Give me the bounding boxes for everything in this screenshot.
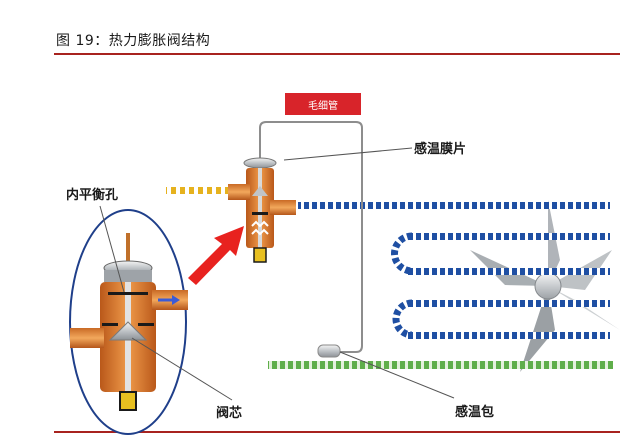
capillary-tube <box>259 121 363 353</box>
leader-valve-core <box>131 337 233 401</box>
leader-sensing-bulb <box>339 351 455 399</box>
suction-line <box>268 361 613 369</box>
figure-caption: 图 19：热力膨胀阀结构 <box>56 33 211 49</box>
capillary-label: 毛细管 <box>285 93 361 115</box>
small-valve-icon <box>228 157 296 263</box>
sensing-bulb-icon <box>317 344 341 358</box>
diaphragm-label: 感温膜片 <box>414 142 467 157</box>
inlet-line <box>166 187 240 194</box>
evaporator-coil <box>298 202 610 339</box>
zoom-arrow-icon <box>188 226 244 285</box>
bottom-divider <box>54 431 620 433</box>
balance-hole-label: 内平衡孔 <box>66 188 119 203</box>
sensing-bulb-label: 感温包 <box>455 405 495 420</box>
enlarged-valve-icon <box>69 209 188 435</box>
leader-diaphragm <box>283 147 413 161</box>
fan-icon <box>470 200 620 372</box>
valve-core-label: 阀芯 <box>216 406 243 421</box>
top-divider <box>54 53 620 55</box>
leader-balance-hole <box>99 205 125 293</box>
